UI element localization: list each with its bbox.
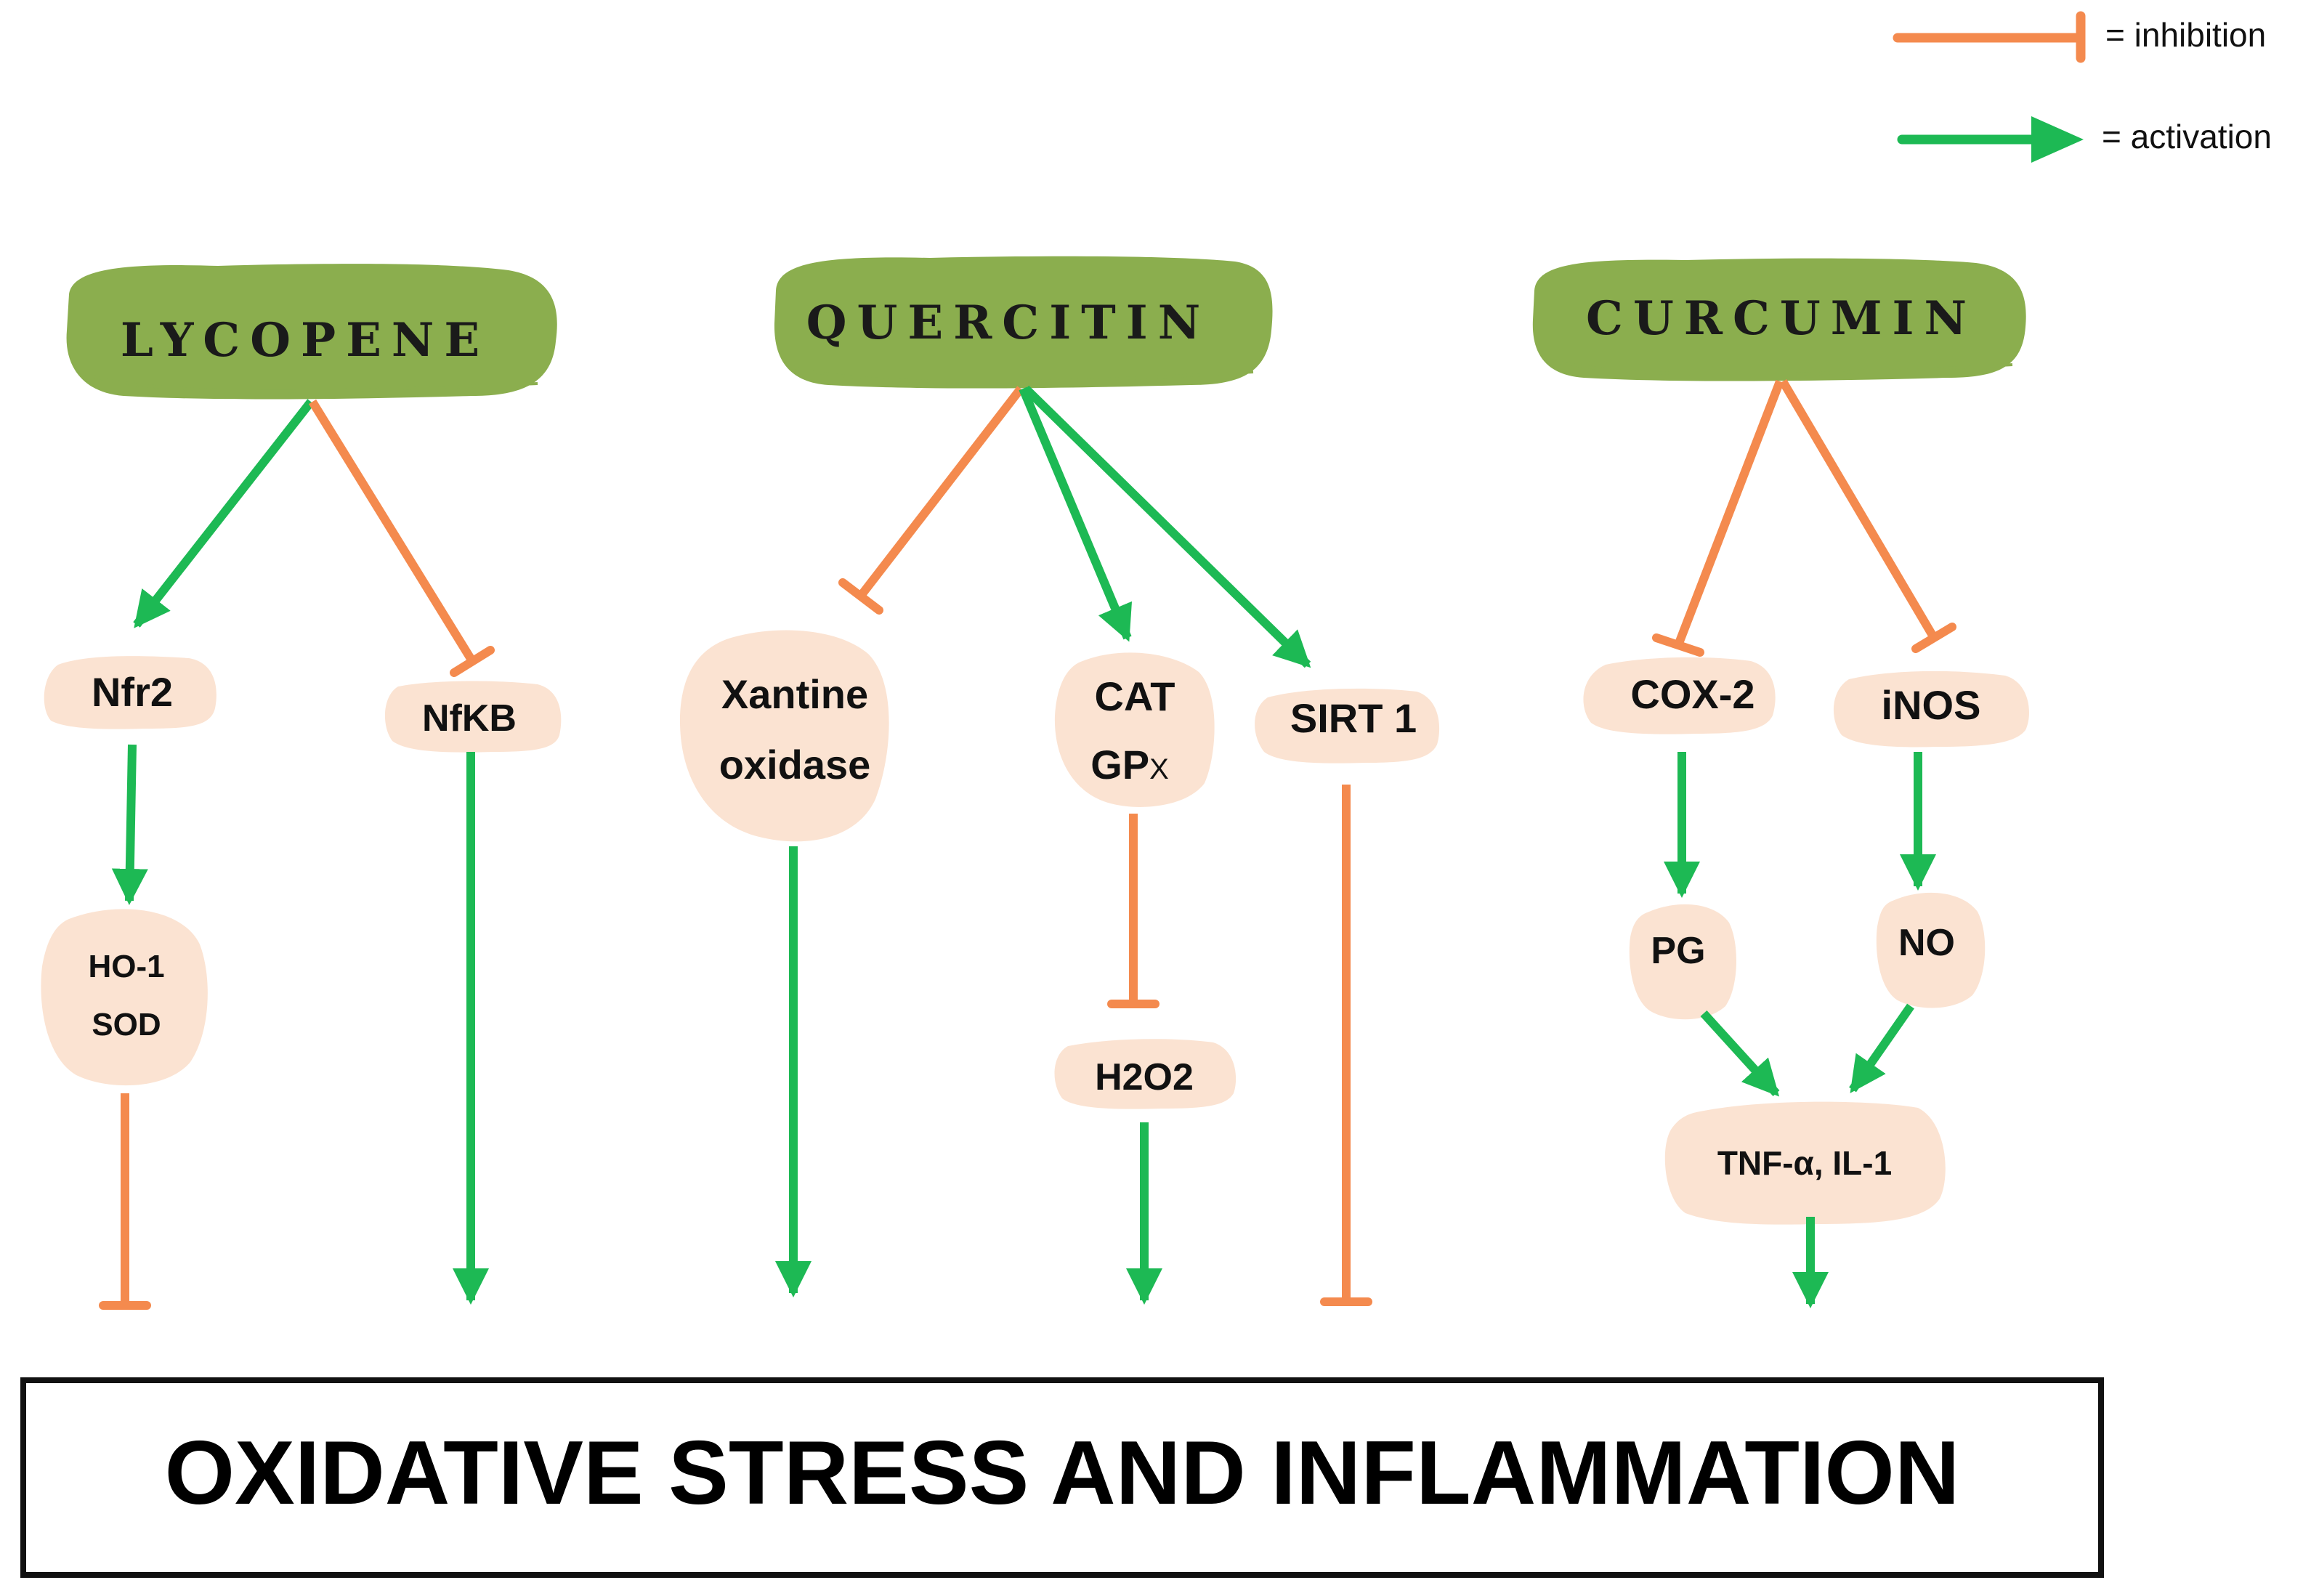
- tnf-il1-label: TNF-α, IL-1: [1717, 1144, 1892, 1182]
- edge-pg-tnf: [1700, 1010, 1780, 1097]
- no-label: NO: [1898, 922, 1955, 964]
- lycopene-node: LYCOPENE: [66, 264, 557, 400]
- cox2-label: COX-2: [1630, 671, 1755, 717]
- legend: = inhibition = activation: [1893, 11, 2272, 163]
- cox2-node: COX-2: [1583, 657, 1776, 734]
- pg-label: PG: [1651, 930, 1705, 972]
- xantine-oxidase-node: Xantine oxidase: [679, 630, 889, 842]
- curcumin-label: CURCUMIN: [1586, 291, 1977, 346]
- ho1-label: HO-1: [88, 949, 164, 984]
- inos-node: iNOS: [1833, 671, 2029, 748]
- inos-label: iNOS: [1882, 682, 1981, 728]
- outcome-banner: OXIDATIVE STRESS AND INFLAMMATION: [20, 1377, 2104, 1578]
- quercitin-label: QUERCITIN: [806, 296, 1210, 350]
- gpx-label: GPX: [1090, 742, 1169, 787]
- edge-quercitin-sirt1: [1022, 385, 1311, 668]
- edge-nfr2-ho1sod: [111, 744, 148, 905]
- lycopene-label: LYCOPENE: [121, 313, 490, 368]
- curcumin-node: CURCUMIN: [1532, 258, 2026, 381]
- pg-node: PG: [1629, 904, 1737, 1020]
- h2o2-node: H2O2: [1054, 1039, 1237, 1109]
- cat-gpx-node: CAT GPX: [1054, 652, 1215, 807]
- activation-legend-symbol: [1897, 116, 2084, 163]
- nfr2-label: Nfr2: [92, 669, 173, 715]
- tnf-il1-node: TNF-α, IL-1: [1664, 1101, 1946, 1225]
- edge-quercitin-xantine: [838, 386, 1024, 615]
- sirt1-label: SIRT 1: [1290, 695, 1417, 741]
- edge-quercitin-catgpx: [1019, 386, 1133, 642]
- nfkb-node: NfKB: [384, 681, 562, 753]
- banner-label: OXIDATIVE STRESS AND INFLAMMATION: [165, 1423, 1960, 1523]
- cat-label: CAT: [1095, 673, 1175, 719]
- edge-lycopene-nfkb: [308, 399, 495, 677]
- h2o2-label: H2O2: [1095, 1056, 1194, 1098]
- edge-sirt1-banner: [1320, 785, 1372, 1306]
- ho1-sod-node: HO-1 SOD: [41, 909, 208, 1086]
- edge-catgpx-h2o2: [1107, 814, 1159, 1008]
- edge-lycopene-nfr2: [133, 399, 315, 628]
- nfkb-label: NfKB: [422, 697, 517, 740]
- oxidase-label: oxidase: [719, 742, 871, 787]
- inhibition-legend-symbol: [1893, 11, 2086, 63]
- quercitin-node: QUERCITIN: [774, 256, 1273, 389]
- activation-legend-label: = activation: [2102, 118, 2272, 155]
- inhibition-legend-label: = inhibition: [2105, 16, 2266, 54]
- edges-layer: [99, 378, 1956, 1310]
- edge-curcumin-inos: [1778, 378, 1956, 653]
- nfr2-node: Nfr2: [44, 656, 216, 729]
- sirt1-node: SIRT 1: [1255, 688, 1440, 763]
- sod-label: SOD: [92, 1007, 161, 1042]
- xantine-label: Xantine: [721, 671, 868, 717]
- edge-curcumin-cox2: [1652, 379, 1784, 657]
- edge-ho1sod-banner: [99, 1093, 151, 1310]
- edge-no-tnf: [1849, 1003, 1914, 1093]
- no-node: NO: [1876, 892, 1986, 1008]
